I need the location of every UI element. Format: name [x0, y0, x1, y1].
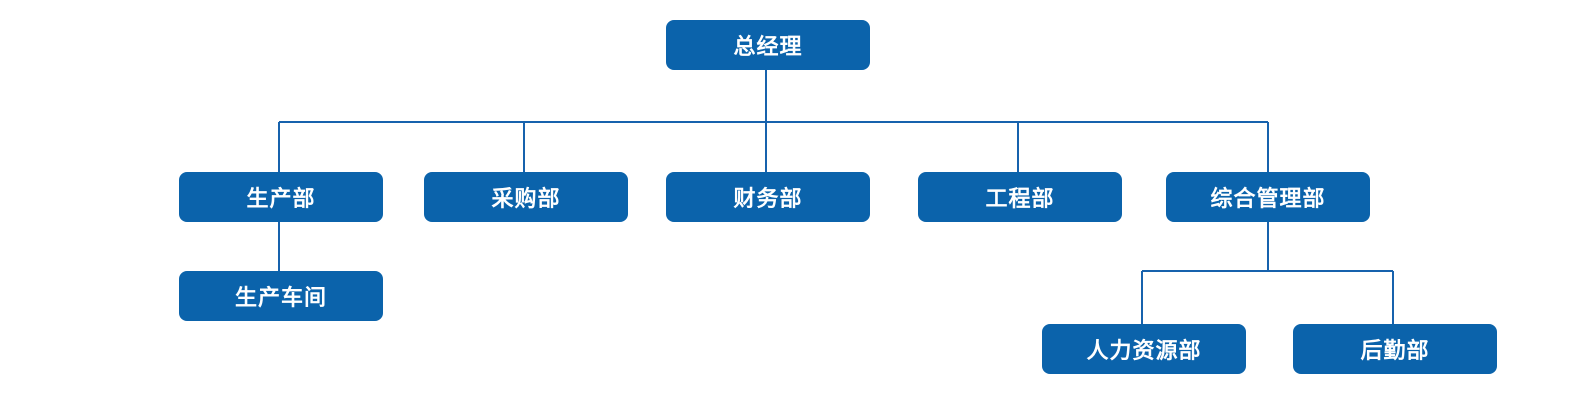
node-general-manager: 总经理	[666, 20, 870, 70]
node-production-workshop: 生产车间	[179, 271, 383, 321]
node-human-resources-dept: 人力资源部	[1042, 324, 1246, 374]
node-purchasing-dept: 采购部	[424, 172, 628, 222]
node-logistics-dept: 后勤部	[1293, 324, 1497, 374]
node-production-dept: 生产部	[179, 172, 383, 222]
node-engineering-dept: 工程部	[918, 172, 1122, 222]
node-general-admin-dept: 综合管理部	[1166, 172, 1370, 222]
node-finance-dept: 财务部	[666, 172, 870, 222]
